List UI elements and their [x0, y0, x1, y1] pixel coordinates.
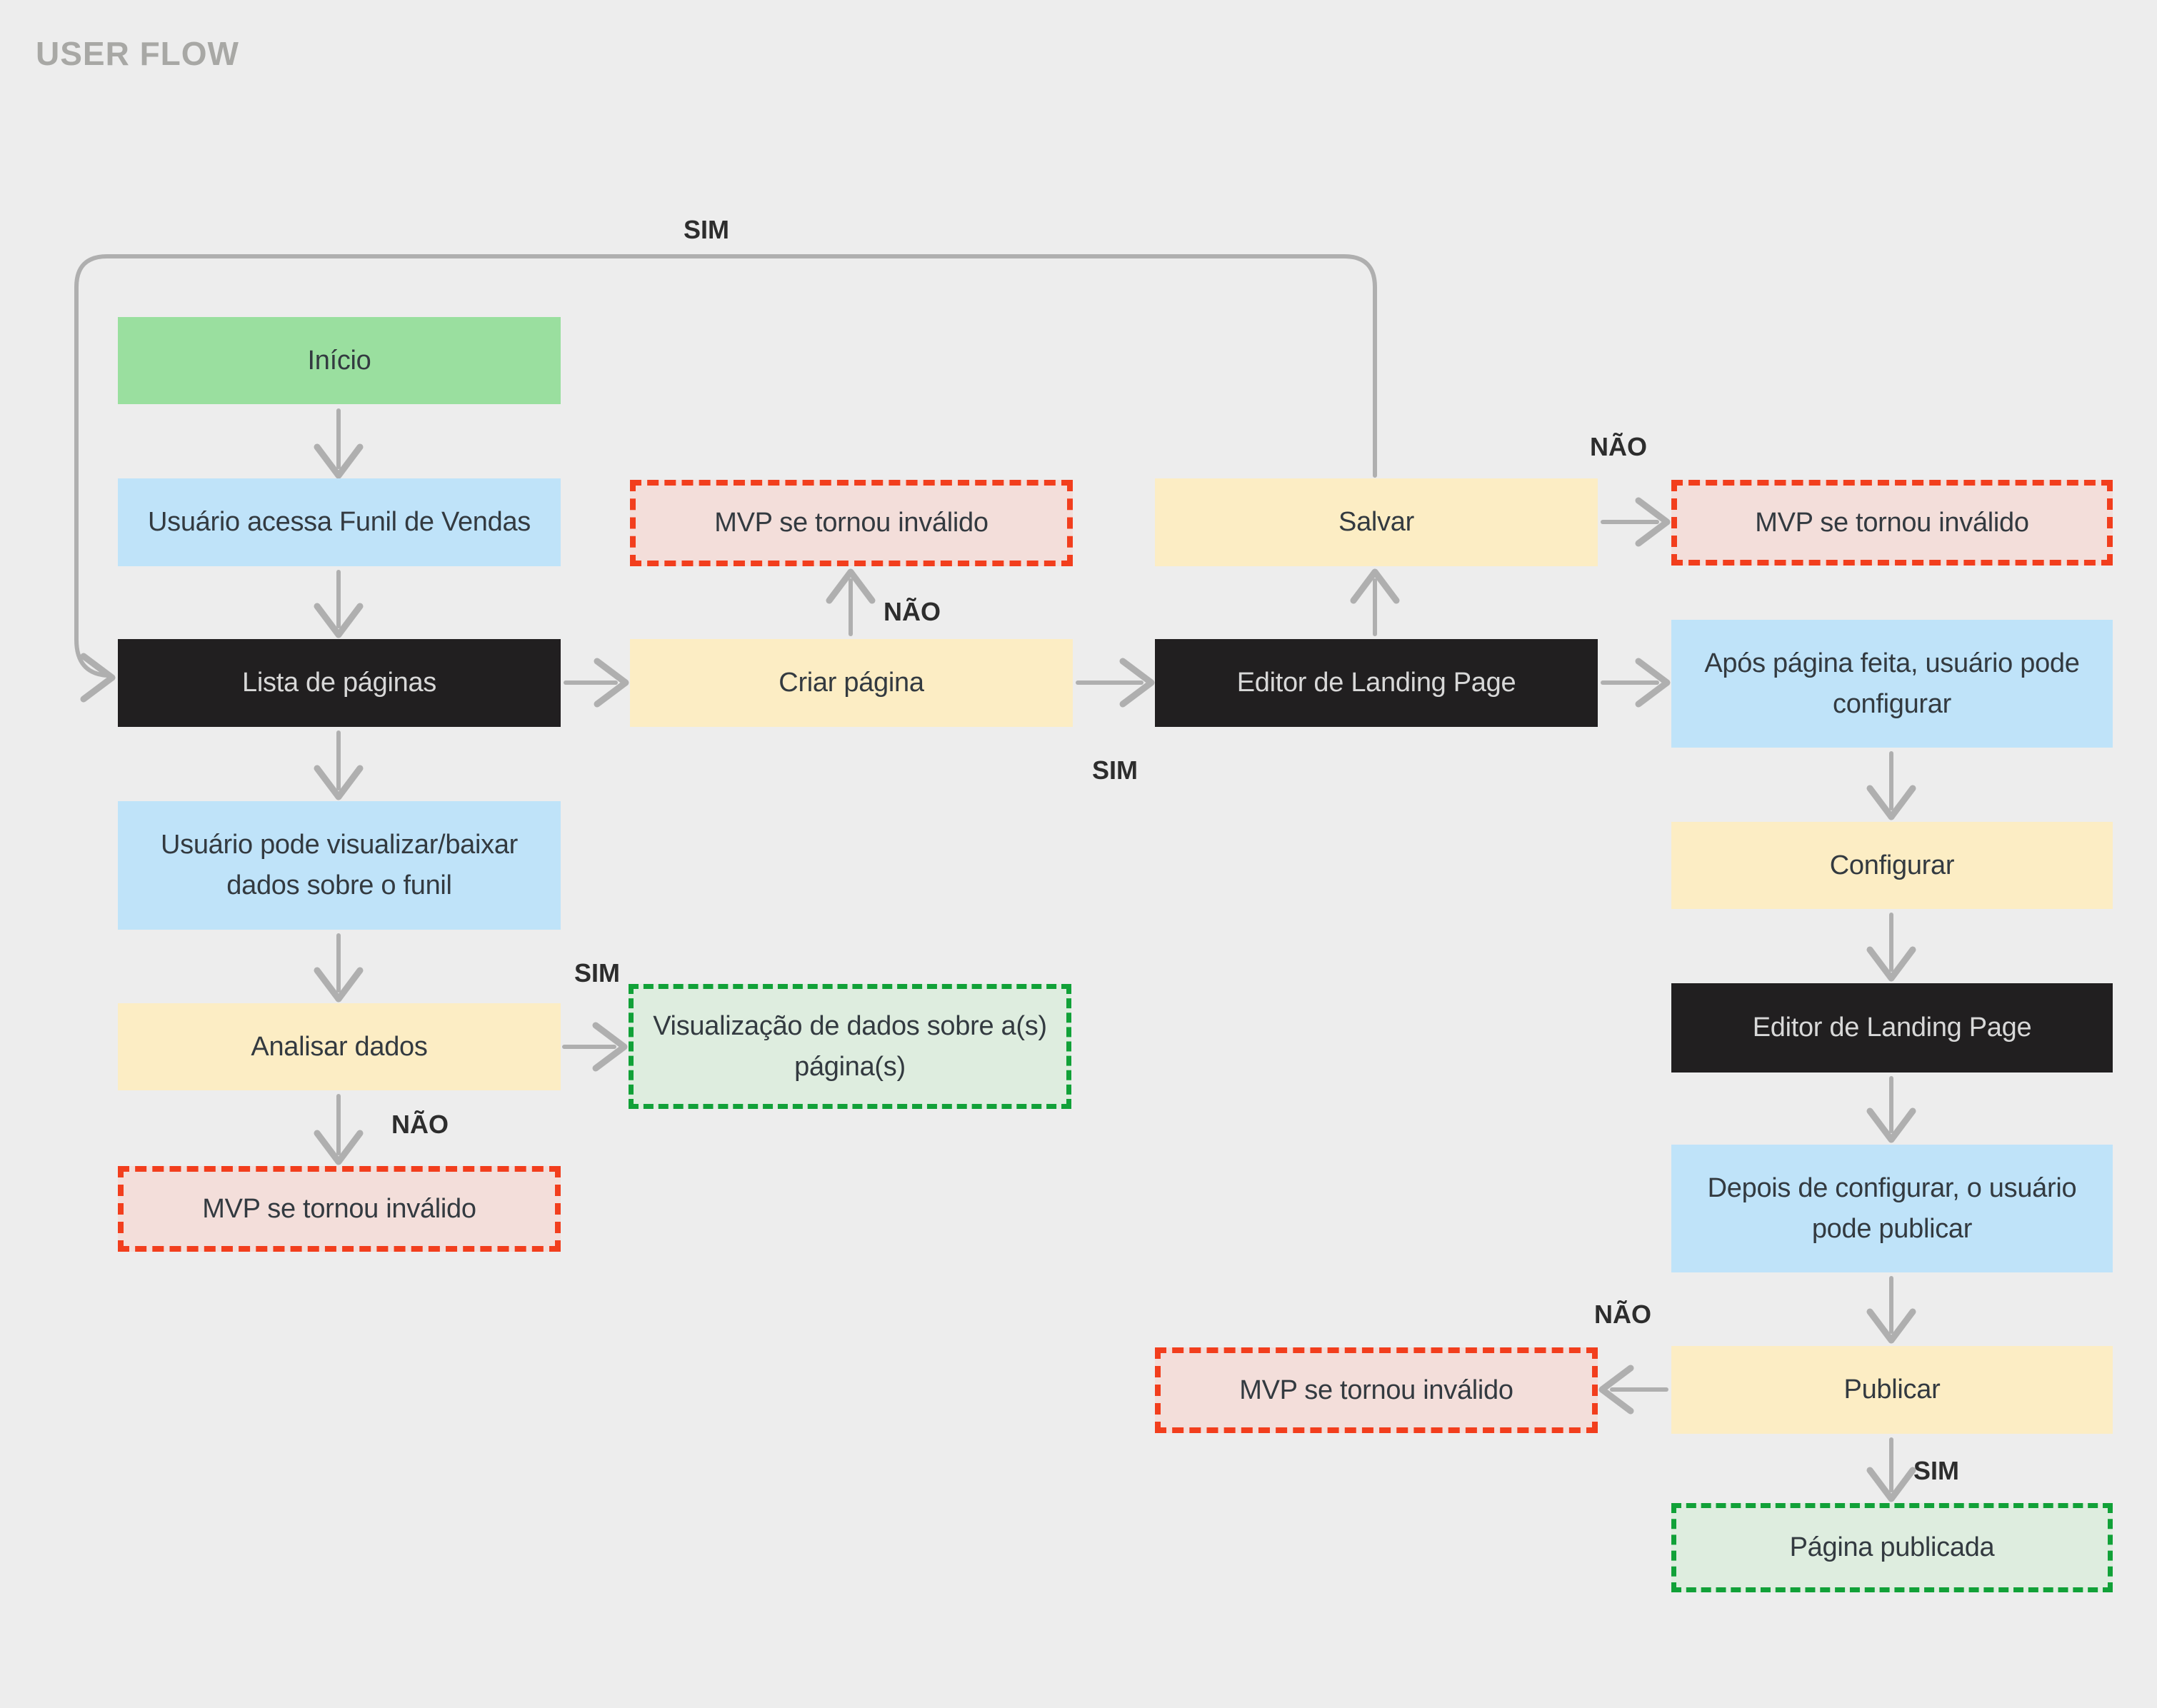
node-criar-pagina: Criar página: [630, 639, 1073, 727]
edge-salvar-to-mvp: [1601, 497, 1671, 547]
edge-usuario-to-lista: [314, 570, 364, 638]
edge-analisar-to-visualizacao: [562, 1022, 628, 1072]
edge-criar-to-editor: [1076, 658, 1155, 708]
edge-editor2-to-depois: [1866, 1076, 1916, 1143]
edge-configurar-to-editor2: [1866, 913, 1916, 982]
node-inicio: Início: [118, 317, 561, 404]
edge-lista-to-criar: [564, 658, 629, 708]
edge-publicar-to-publicada: [1866, 1437, 1916, 1502]
node-mvp-invalido-salvar: MVP se tornou inválido: [1671, 480, 2113, 566]
edge-analisar-to-mvp: [314, 1094, 364, 1165]
node-mvp-invalido-publicar: MVP se tornou inválido: [1155, 1347, 1598, 1433]
node-analisar-dados: Analisar dados: [118, 1003, 561, 1090]
node-mvp-invalido-analisar: MVP se tornou inválido: [118, 1166, 561, 1252]
node-editor-landing-page-1: Editor de Landing Page: [1155, 639, 1598, 727]
edge-depois-to-publicar: [1866, 1276, 1916, 1344]
edge-editor-to-salvar: [1350, 568, 1400, 636]
node-mvp-invalido-criar: MVP se tornou inválido: [630, 480, 1073, 566]
edge-editor-to-apos: [1601, 658, 1671, 708]
edge-label-sim-analisar: SIM: [574, 958, 621, 988]
edge-salvar-to-lista-loop: [74, 254, 1377, 703]
node-pagina-publicada: Página publicada: [1671, 1503, 2113, 1592]
node-visualizacao-de-dados: Visualização de dados sobre a(s) página(…: [629, 984, 1071, 1109]
page-title: USER FLOW: [36, 35, 239, 72]
node-lista-de-paginas: Lista de páginas: [118, 639, 561, 727]
node-salvar: Salvar: [1155, 478, 1598, 566]
edge-apos-to-configurar: [1866, 751, 1916, 820]
edge-inicio-to-usuario: [314, 408, 364, 479]
edge-label-sim-publicar: SIM: [1913, 1456, 1960, 1485]
node-configurar: Configurar: [1671, 822, 2113, 909]
node-publicar: Publicar: [1671, 1346, 2113, 1434]
edge-visualizar-to-analisar: [314, 933, 364, 1003]
node-depois-de-configurar: Depois de configurar, o usuário pode pub…: [1671, 1145, 2113, 1272]
edge-publicar-to-mvp: [1598, 1365, 1668, 1415]
edge-criar-to-mvp: [826, 568, 876, 636]
edge-label-sim-loop: SIM: [683, 215, 730, 244]
node-apos-pagina-feita: Após página feita, usuário pode configur…: [1671, 620, 2113, 748]
node-usuario-pode-visualizar: Usuário pode visualizar/baixar dados sob…: [118, 801, 561, 930]
edge-label-nao-salvar: NÃO: [1590, 432, 1647, 461]
edge-lista-to-visualizar: [314, 730, 364, 800]
node-editor-landing-page-2: Editor de Landing Page: [1671, 983, 2113, 1072]
node-usuario-acessa-funil: Usuário acessa Funil de Vendas: [118, 478, 561, 566]
edge-label-nao-criar: NÃO: [884, 597, 941, 626]
edge-label-nao-publicar: NÃO: [1594, 1300, 1651, 1329]
edge-label-nao-analisar: NÃO: [391, 1110, 449, 1139]
edge-label-sim-criar: SIM: [1091, 755, 1138, 785]
